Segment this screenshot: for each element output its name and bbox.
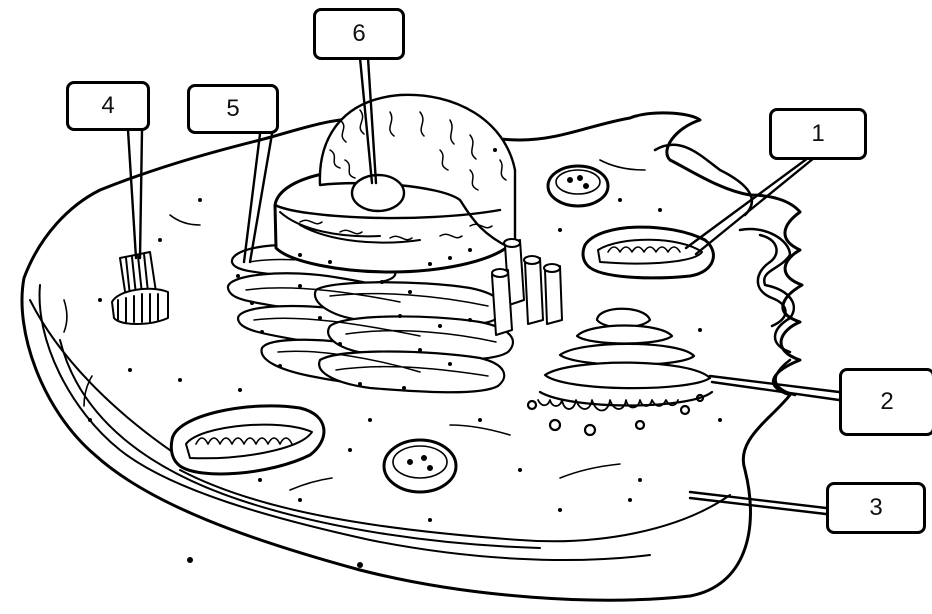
label-1-text: 1 xyxy=(811,120,824,148)
label-box-4: 4 xyxy=(66,81,150,131)
label-2-text: 2 xyxy=(880,388,893,416)
vesicle-upper xyxy=(548,166,608,206)
label-box-3: 3 xyxy=(826,482,926,534)
label-4-text: 4 xyxy=(101,92,114,120)
label-5-text: 5 xyxy=(226,95,239,123)
mitochondrion-upper xyxy=(583,227,713,278)
label-box-2: 2 xyxy=(839,368,932,436)
label-box-1: 1 xyxy=(769,108,867,160)
label-box-6: 6 xyxy=(313,8,405,60)
nucleus xyxy=(275,95,515,272)
label-6-text: 6 xyxy=(352,20,365,48)
nucleolus xyxy=(352,175,404,211)
vesicle-lower xyxy=(384,440,456,492)
label-box-5: 5 xyxy=(187,84,279,134)
label-3-text: 3 xyxy=(869,494,882,522)
